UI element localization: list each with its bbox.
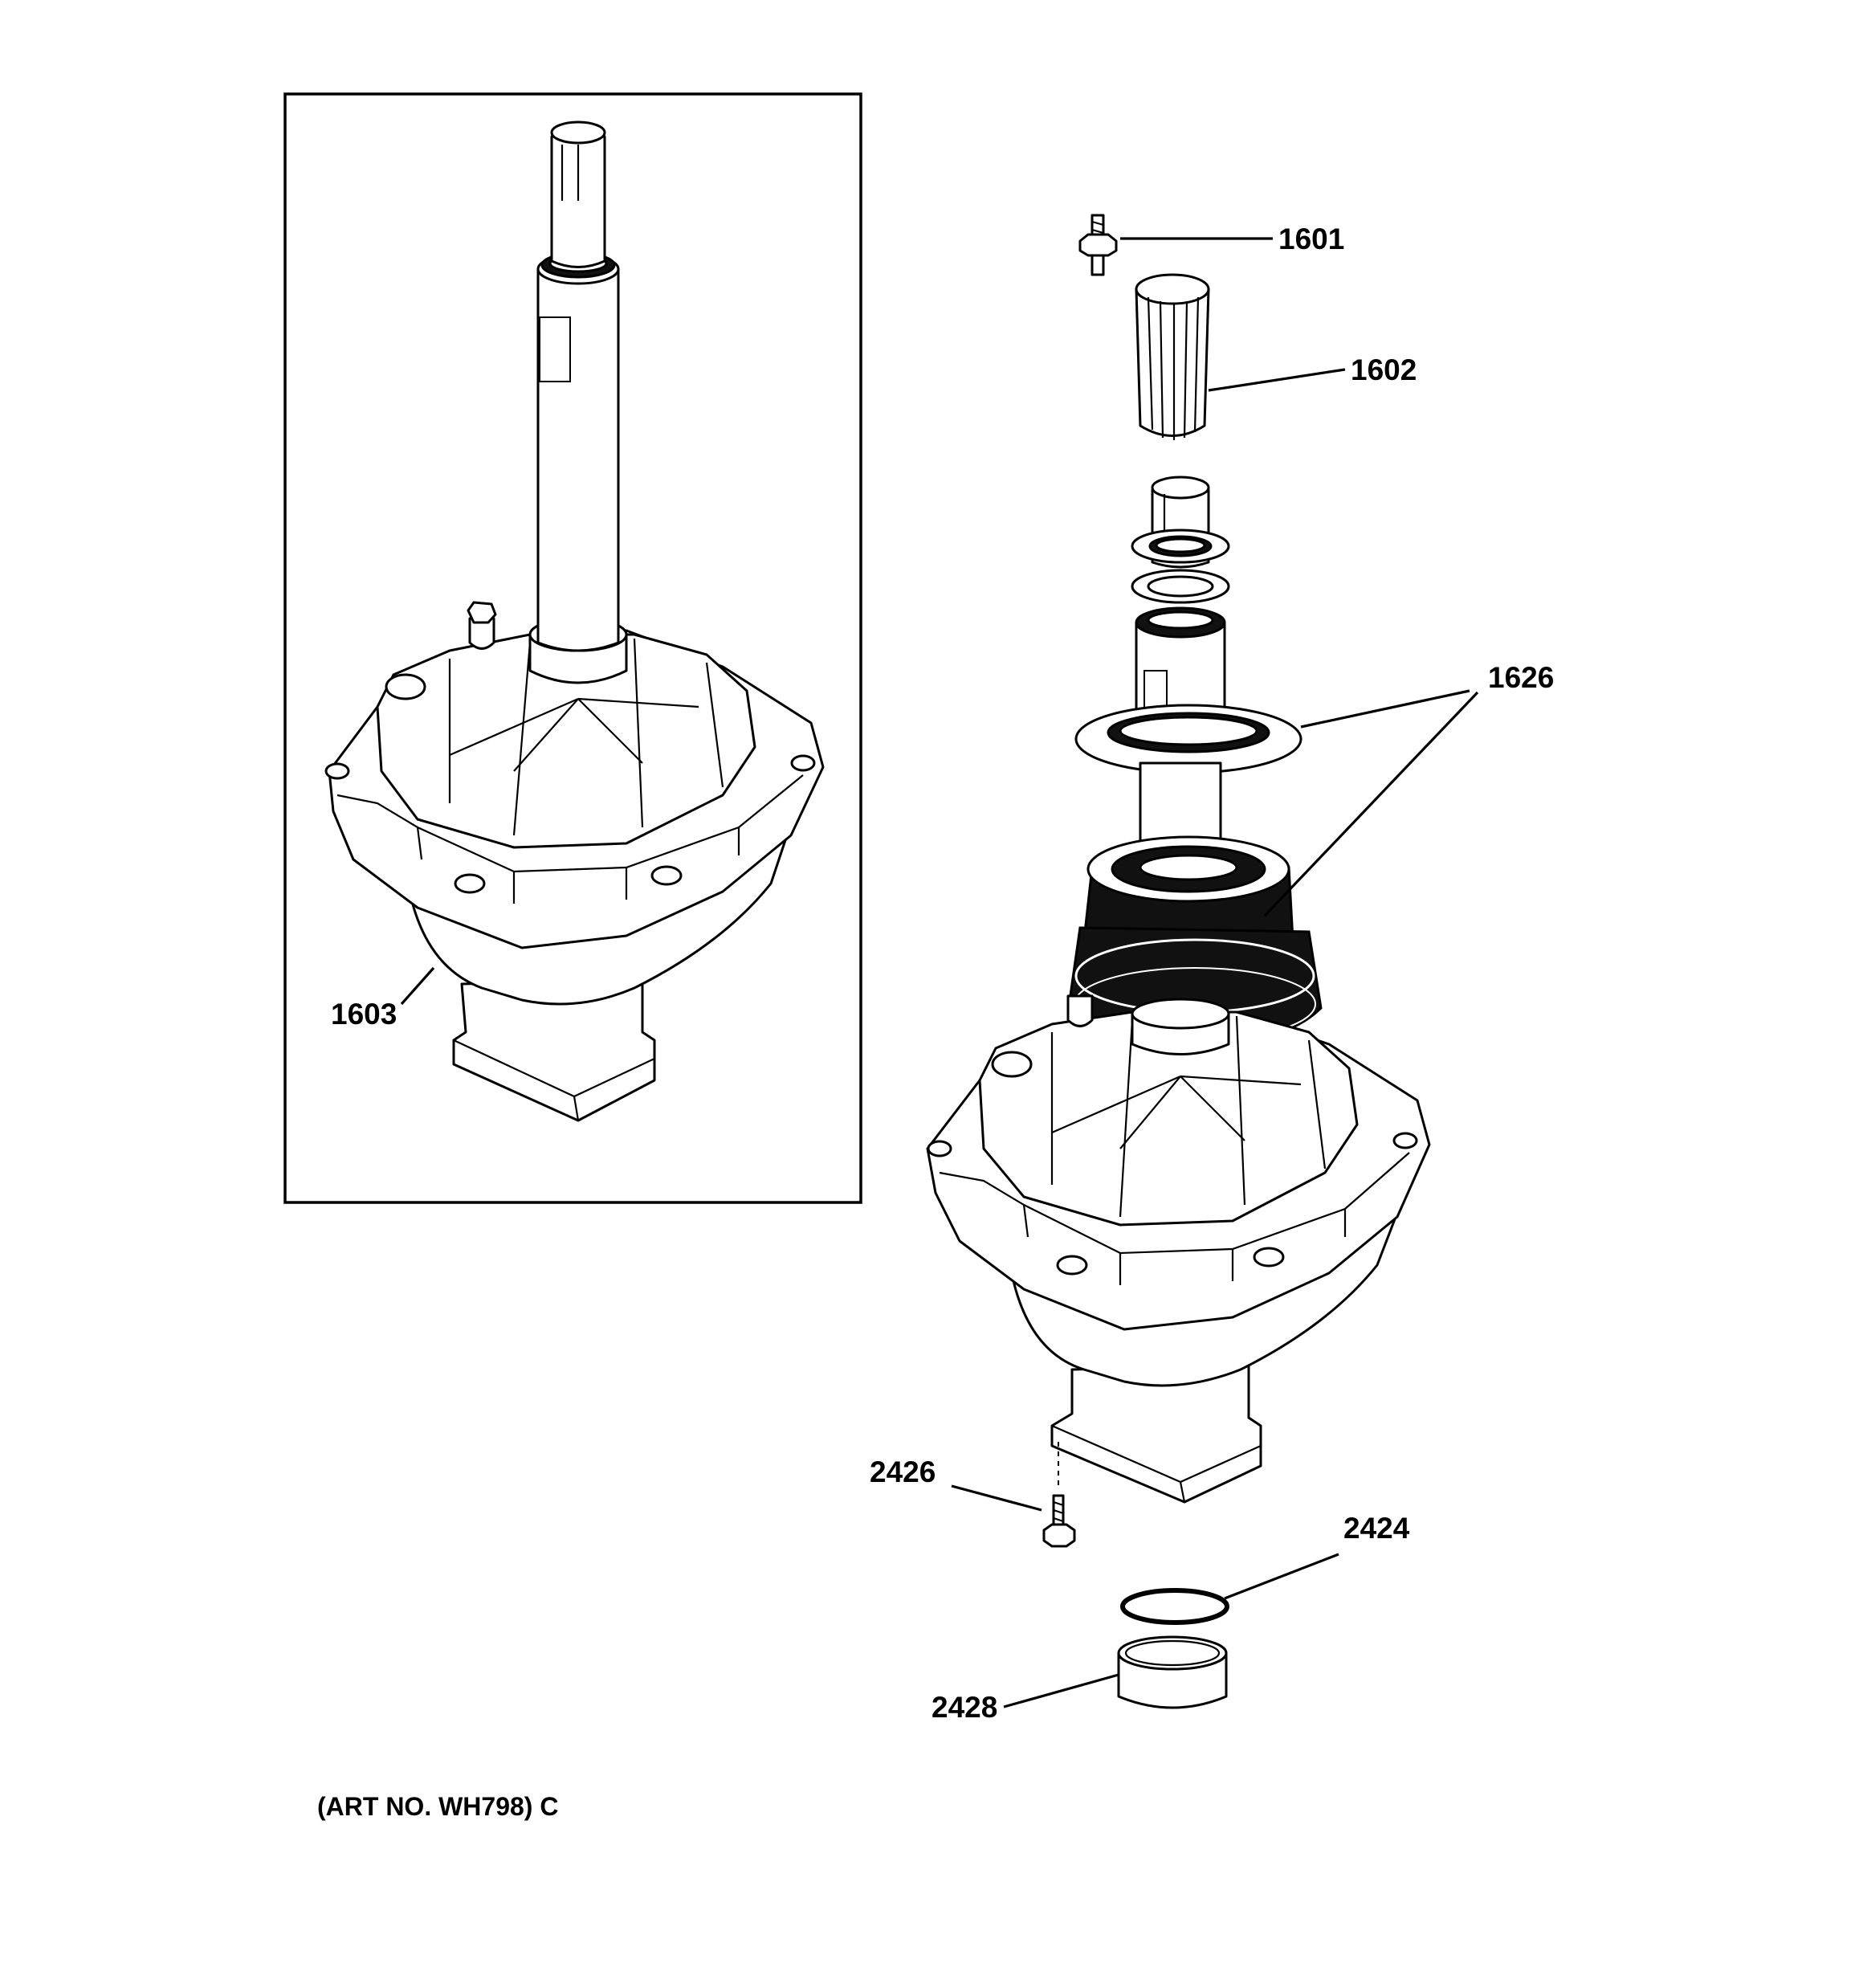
part-2426-screw[interactable] — [1042, 1494, 1076, 1548]
leader-1626-b — [1263, 691, 1479, 917]
part-2424-o-ring[interactable] — [1120, 1588, 1229, 1625]
part-1626-shaft-seal-kit[interactable] — [1066, 476, 1323, 1046]
transmission-housing-exploded — [926, 994, 1431, 1504]
leader-2426 — [951, 1484, 1042, 1512]
leader-1626-a — [1300, 689, 1470, 729]
leader-2428 — [1003, 1673, 1119, 1708]
inset-frame — [283, 92, 862, 1204]
part-1602-spline-coupling[interactable] — [1135, 273, 1210, 440]
callout-2426: 2426 — [870, 1455, 936, 1488]
callout-1626: 1626 — [1488, 661, 1554, 694]
part-1603-transmission-assembly[interactable] — [324, 120, 825, 1122]
callout-1602: 1602 — [1351, 353, 1417, 386]
part-2428-bushing[interactable] — [1117, 1635, 1228, 1709]
art-number-caption: (ART NO. WH798) C — [317, 1792, 558, 1821]
leader-1603 — [400, 966, 435, 1006]
leader-1602 — [1208, 368, 1346, 392]
callout-1601: 1601 — [1278, 222, 1344, 255]
leader-2424 — [1224, 1553, 1339, 1600]
callout-2424: 2424 — [1343, 1512, 1410, 1545]
part-1601-stud-nut[interactable] — [1078, 214, 1118, 276]
callout-2428: 2428 — [932, 1691, 997, 1724]
callout-1603: 1603 — [331, 998, 397, 1031]
